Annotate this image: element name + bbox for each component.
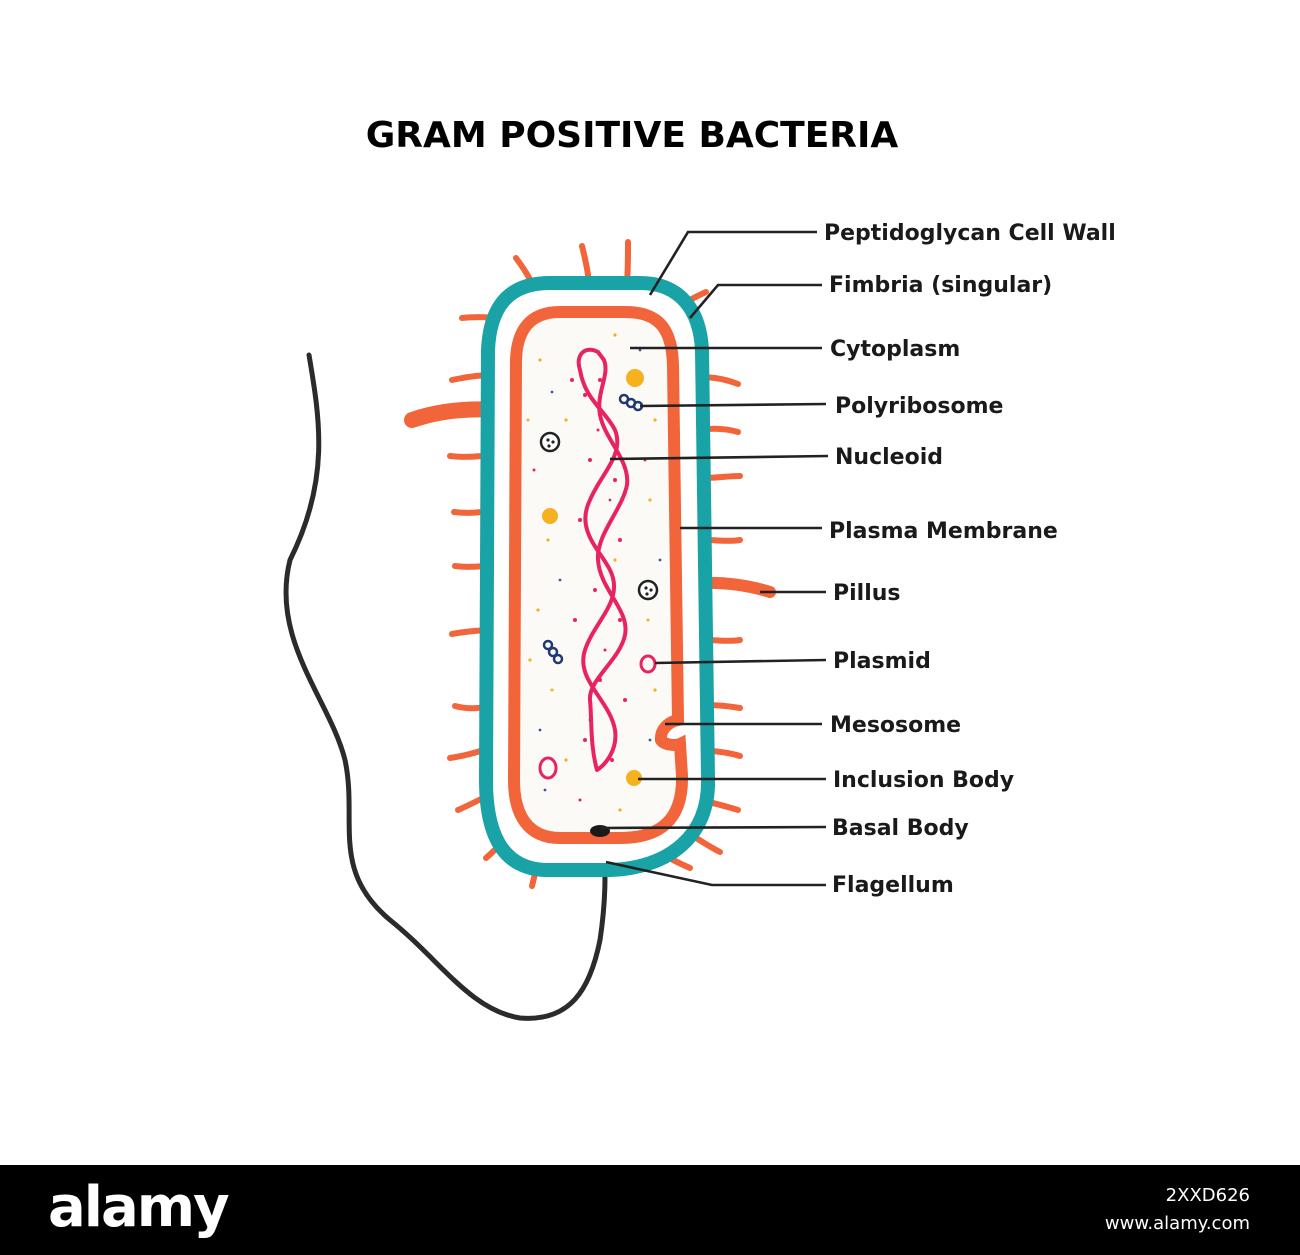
label-flagellum: Flagellum bbox=[832, 873, 954, 898]
cytoplasm-granules bbox=[526, 333, 662, 812]
label-peptidoglycan-cell-wall: Peptidoglycan Cell Wall bbox=[824, 221, 1116, 246]
label-polyribosome: Polyribosome bbox=[835, 394, 1003, 419]
label-cytoplasm: Cytoplasm bbox=[830, 337, 960, 362]
label-mesosome: Mesosome bbox=[830, 713, 961, 738]
image-code: 2XXD626 bbox=[1165, 1185, 1250, 1206]
brand-logo: alamy bbox=[48, 1175, 230, 1240]
label-fimbria: Fimbria (singular) bbox=[829, 273, 1052, 298]
granule-2 bbox=[637, 579, 659, 601]
footer-url: www.alamy.com bbox=[1104, 1213, 1250, 1234]
plasmid-1 bbox=[639, 654, 657, 674]
polyribosome-2 bbox=[542, 639, 564, 665]
nucleoid-dna-dots bbox=[570, 378, 627, 762]
bacteria-diagram: GRAM POSITIVE BACTERIA bbox=[283, 115, 1116, 1021]
diagram-title: GRAM POSITIVE BACTERIA bbox=[366, 115, 899, 156]
polyribosome-1 bbox=[618, 393, 644, 412]
nucleoid bbox=[576, 347, 630, 772]
plasmid-2 bbox=[538, 756, 558, 780]
label-plasma-membrane: Plasma Membrane bbox=[829, 519, 1058, 544]
inclusion-body-1 bbox=[626, 369, 644, 387]
granule-1 bbox=[539, 431, 561, 453]
leader-lines bbox=[599, 230, 829, 887]
label-pillus: Pillus bbox=[833, 581, 901, 606]
inclusion-body-2 bbox=[542, 508, 558, 524]
plasma-membrane bbox=[507, 306, 689, 844]
diagram-canvas: GRAM POSITIVE BACTERIA bbox=[283, 115, 1116, 1021]
label-plasmid: Plasmid bbox=[833, 649, 931, 674]
label-inclusion-body: Inclusion Body bbox=[833, 768, 1014, 793]
inclusion-body-3 bbox=[626, 770, 642, 786]
flagellum bbox=[283, 352, 608, 1021]
label-basal-body: Basal Body bbox=[832, 816, 969, 841]
label-nucleoid: Nucleoid bbox=[835, 445, 943, 470]
watermark-footer: alamy 2XXD626 www.alamy.com bbox=[0, 1165, 1300, 1255]
